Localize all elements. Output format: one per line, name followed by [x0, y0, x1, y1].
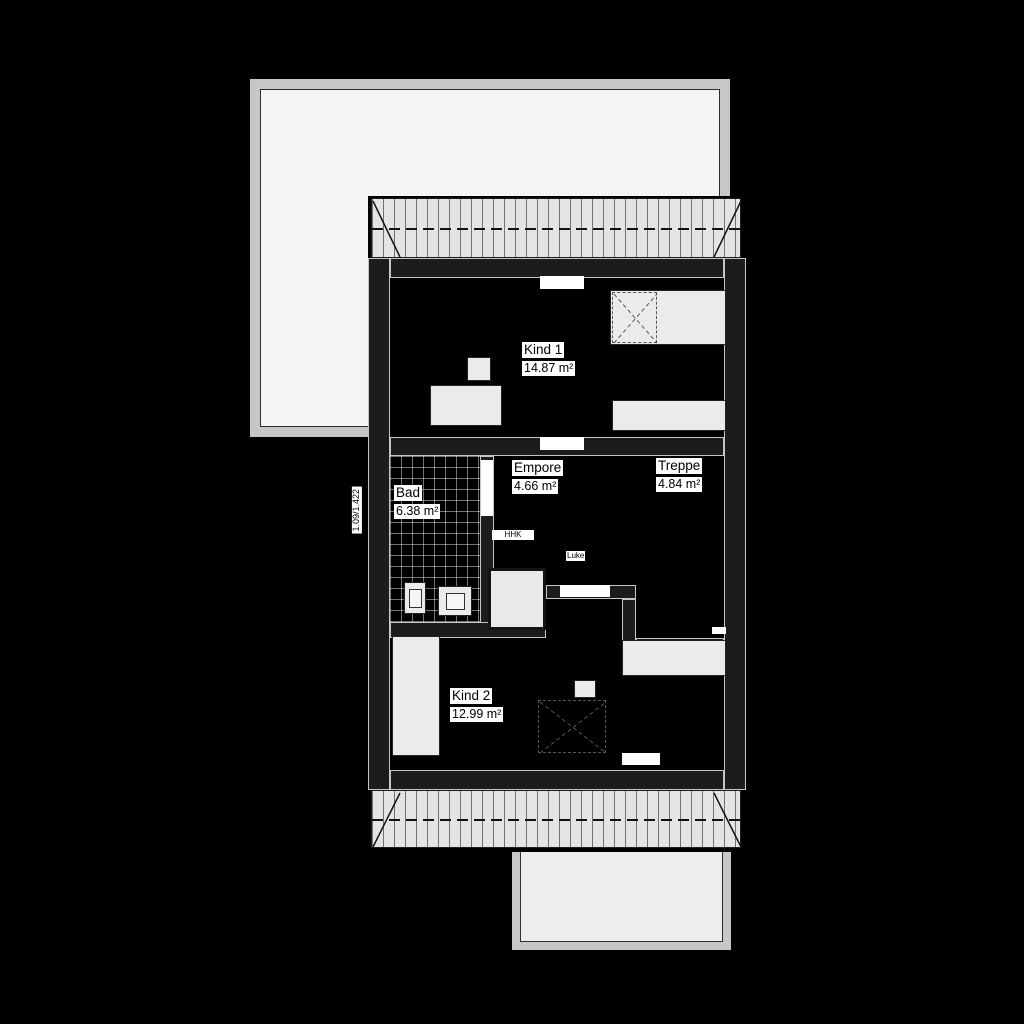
window-kind2-bottom	[622, 753, 660, 765]
annotation-dimension: 1.09/1.422	[351, 487, 362, 534]
dresser-kind1	[612, 400, 726, 431]
bed-kind1-headboard	[612, 292, 658, 344]
wall-bottom	[390, 770, 724, 790]
roof-overhang-bottom	[371, 790, 742, 848]
roof-plane-bottom-inner	[520, 851, 723, 942]
room-label-kind2: Kind 2	[450, 688, 493, 705]
stool-kind1	[467, 357, 491, 381]
desk-kind2	[622, 640, 726, 676]
room-label-empore: Empore	[512, 460, 564, 477]
sink	[438, 586, 472, 616]
roof-overhang-bottom-lines	[372, 792, 742, 848]
room-area-treppe: 4.84 m²	[656, 477, 703, 492]
wall-marker-right	[712, 627, 726, 634]
room-label-kind1: Kind 1	[522, 342, 565, 359]
room-area-bad: 6.38 m²	[394, 504, 441, 519]
room-label-treppe: Treppe	[656, 458, 703, 475]
door-kind1	[540, 437, 584, 450]
bed-kind2	[538, 700, 607, 754]
bed-kind1-cross-lines	[613, 293, 658, 344]
sink-basin	[446, 593, 465, 610]
annotation-luke: Luke	[566, 551, 586, 562]
wall-top	[390, 258, 724, 278]
wall-left	[368, 258, 390, 790]
desk-kind1	[430, 385, 502, 426]
room-area-kind1: 14.87 m²	[522, 361, 576, 376]
window-kind1-top	[540, 276, 584, 289]
bed-kind1	[610, 290, 726, 345]
wardrobe-kind2	[392, 636, 440, 756]
annotation-hhk: HHK	[492, 530, 534, 541]
room-label-bad: Bad	[394, 485, 423, 502]
roof-plane-bottom	[512, 843, 731, 950]
door-kind2	[560, 585, 610, 597]
wall-right	[724, 258, 746, 790]
roof-overhang-top-lines	[372, 200, 742, 258]
roof-overhang-top	[371, 198, 742, 258]
bed-kind2-cross-lines	[539, 701, 607, 754]
toilet	[404, 582, 426, 614]
door-bad	[481, 460, 493, 516]
room-area-empore: 4.66 m²	[512, 479, 559, 494]
stair-landing	[488, 568, 546, 630]
nightstand-kind2	[574, 680, 596, 698]
toilet-bowl	[409, 589, 422, 608]
room-area-kind2: 12.99 m²	[450, 707, 504, 722]
